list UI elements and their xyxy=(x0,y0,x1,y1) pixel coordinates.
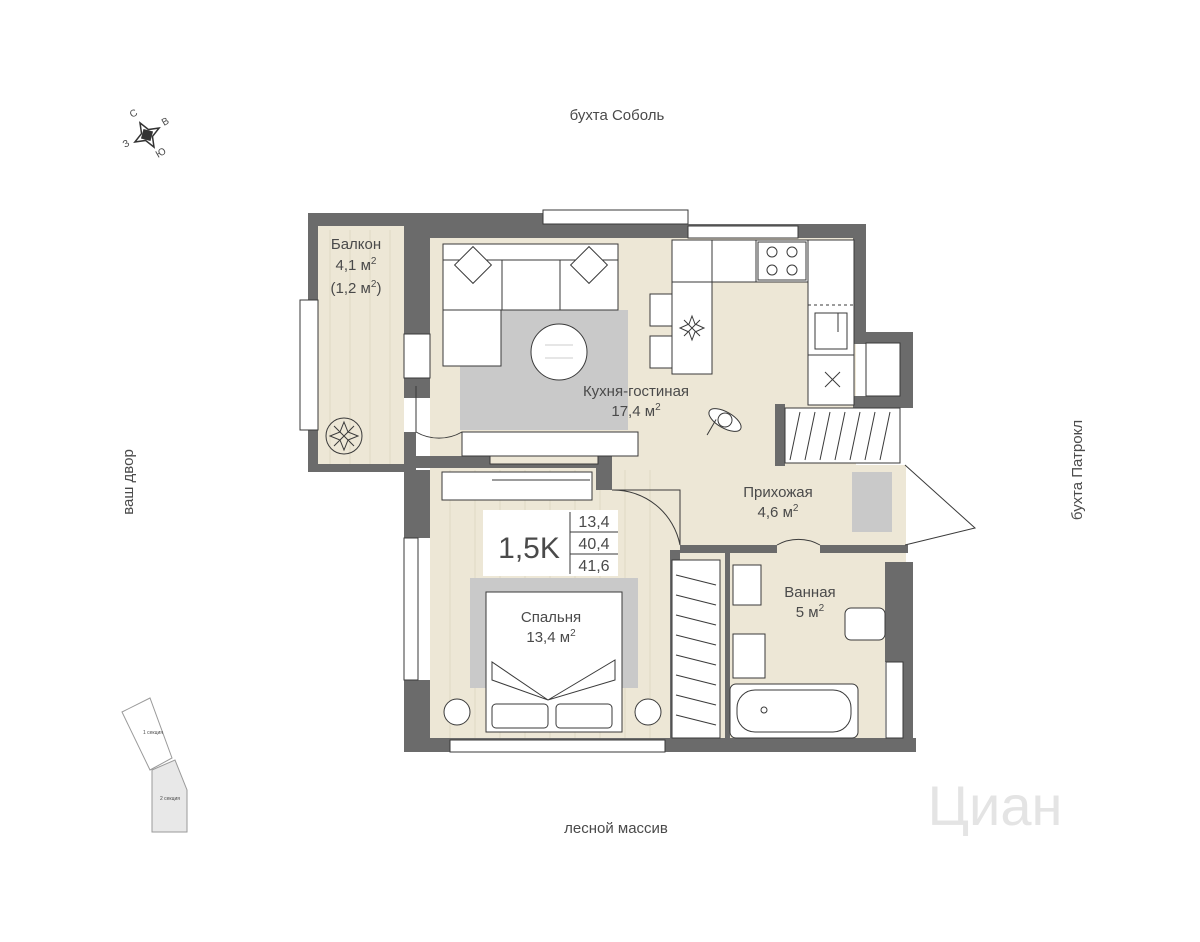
balcony-area: 4,1 м2 xyxy=(336,256,377,274)
bathroom-fixtures xyxy=(729,564,886,739)
windows xyxy=(299,209,904,753)
kitchen-furniture xyxy=(649,239,855,406)
compass-west: З xyxy=(121,138,132,151)
living-furniture xyxy=(441,243,639,501)
compass-icon xyxy=(133,121,161,149)
kitchen-name: Кухня-гостиная xyxy=(583,383,689,400)
room-label-bedroom: Спальня 13,4 м2 xyxy=(521,609,581,646)
room-label-bath: Ванная 5 м2 xyxy=(784,584,835,621)
label-bottom-surrounding: лесной массив xyxy=(564,820,668,837)
balcony-area-alt: (1,2 м2) xyxy=(331,279,382,297)
hall-wardrobe-hatch xyxy=(675,411,891,726)
doors xyxy=(415,386,977,546)
room-label-balcony: Балкон 4,1 м2 (1,2 м2) xyxy=(331,236,382,297)
key-plan-section-2: 2 секция xyxy=(160,796,180,802)
room-label-hall: Прихожая 4,6 м2 xyxy=(743,484,813,521)
bedroom-area: 13,4 м2 xyxy=(526,628,576,646)
key-plan-section-1: 1 секция xyxy=(143,730,163,736)
stove-icon xyxy=(757,241,807,281)
kitchen-area: 17,4 м2 xyxy=(611,402,661,420)
room-label-kitchen: Кухня-гостиная 17,4 м2 xyxy=(583,383,689,420)
compass-north: С xyxy=(128,107,140,120)
compass-east: В xyxy=(160,116,172,129)
label-left-surrounding: ваш двор xyxy=(120,449,137,515)
cross-icon xyxy=(824,371,841,388)
bath-area: 5 м2 xyxy=(796,603,825,621)
balcony-name: Балкон xyxy=(331,236,381,253)
total-with-balcony-value: 41,6 xyxy=(578,558,609,575)
person-icon xyxy=(706,408,742,436)
bath-name: Ванная xyxy=(784,584,835,601)
label-right-surrounding: бухта Патрокл xyxy=(1069,420,1086,520)
compass-south: Ю xyxy=(154,146,168,161)
label-top-surrounding: бухта Соболь xyxy=(570,107,665,124)
summary-box: 1,5K 13,4 40,4 41,6 xyxy=(483,510,618,576)
total-area-value: 40,4 xyxy=(578,536,609,553)
key-plan xyxy=(121,697,188,833)
plant-icon xyxy=(325,417,363,455)
apartment-type: 1,5K xyxy=(498,532,560,565)
hall-area: 4,6 м2 xyxy=(758,503,799,521)
bedroom-furniture xyxy=(443,578,662,733)
hall-furniture xyxy=(671,407,901,739)
hall-name: Прихожая xyxy=(743,484,813,501)
bedroom-name: Спальня xyxy=(521,609,581,626)
living-area-value: 13,4 xyxy=(578,514,609,531)
island-flower-icon xyxy=(678,314,706,342)
watermark: Циан xyxy=(928,774,1063,837)
